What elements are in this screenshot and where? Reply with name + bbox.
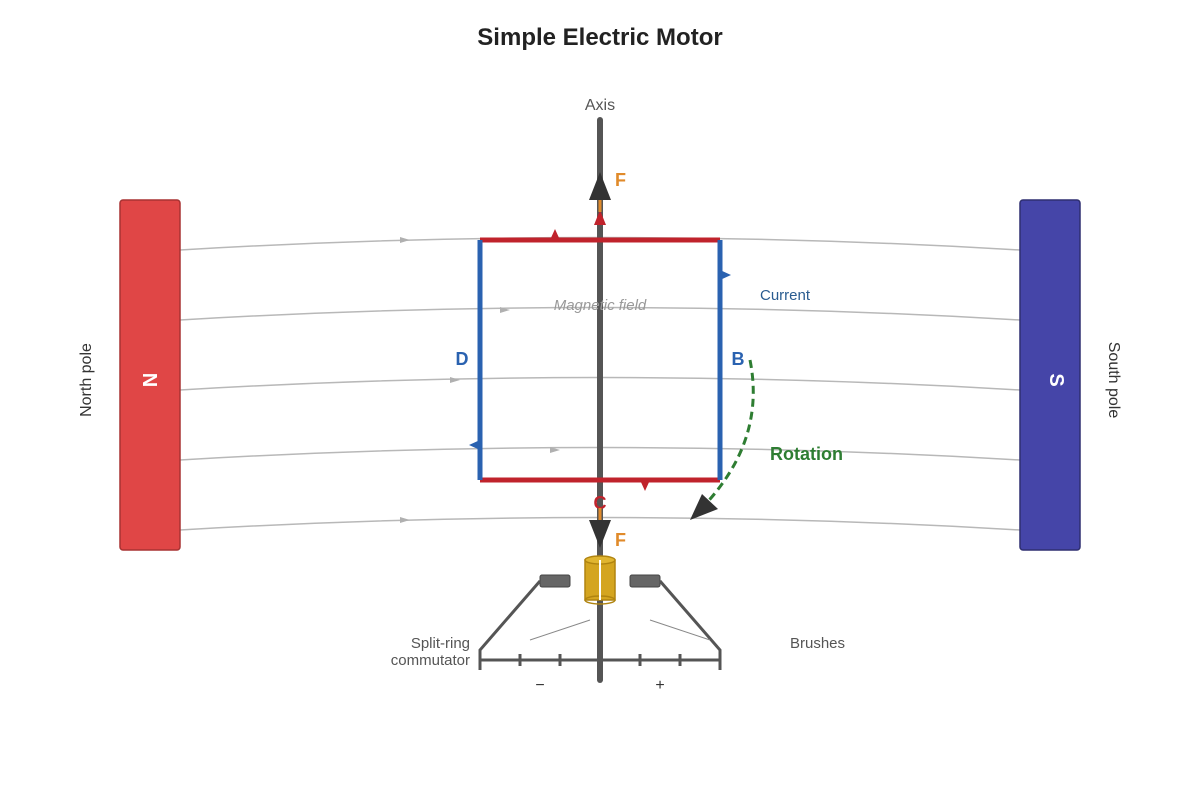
current-arrow-icon xyxy=(469,440,480,450)
wire-left xyxy=(478,580,542,670)
diagram-title: Simple Electric Motor xyxy=(477,24,722,51)
south-pole-label: South pole xyxy=(1105,342,1122,419)
field-arrow-icon xyxy=(400,237,410,243)
field-arrow-icon xyxy=(500,307,510,313)
rotation-label: Rotation xyxy=(770,444,843,464)
current-arrow-icon xyxy=(640,480,650,491)
coil-side-d-label: D xyxy=(456,349,469,369)
south-magnet xyxy=(1019,199,1081,551)
north-magnet-letter: N xyxy=(138,373,160,387)
commutator-label-line2: commutator xyxy=(391,652,470,669)
circuit xyxy=(478,580,722,670)
battery-minus-label: − xyxy=(535,677,544,694)
magnetic-field-label: Magnetic field xyxy=(554,297,647,314)
rotation-arrow xyxy=(696,359,755,514)
brushes-label: Brushes xyxy=(790,635,845,652)
force-arrow-up-icon xyxy=(589,172,611,200)
commutator-label-line1: Split-ring xyxy=(411,635,470,652)
force-arrows xyxy=(589,172,611,548)
wire-right xyxy=(658,580,722,670)
force-arrow-down-icon xyxy=(589,520,611,548)
commutator xyxy=(584,555,616,605)
brushes-leader xyxy=(649,619,711,641)
field-arrow-icon xyxy=(400,517,410,523)
field-arrow-icon xyxy=(450,377,460,383)
coil-side-c-label: C xyxy=(594,493,607,513)
brush-left xyxy=(539,574,571,588)
field-arrows xyxy=(400,237,560,523)
north-magnet xyxy=(119,199,181,551)
axis-label: Axis xyxy=(585,97,615,114)
north-pole-label: North pole xyxy=(78,343,95,417)
current-arrow-icon xyxy=(550,229,560,240)
current-arrow-icon xyxy=(720,270,731,280)
battery-plus-label: + xyxy=(655,677,664,694)
commutator-leader xyxy=(529,619,591,641)
field-arrow-icon xyxy=(550,447,560,453)
rotation-arrow-head-icon xyxy=(690,494,718,520)
current-arrow-icon xyxy=(594,210,606,225)
force-label-top: F xyxy=(615,170,626,190)
south-magnet-letter: S xyxy=(1045,373,1067,386)
coil-side-b-label: B xyxy=(732,349,745,369)
current-label: Current xyxy=(760,287,811,304)
force-label-bottom: F xyxy=(615,530,626,550)
brush-right xyxy=(629,574,661,588)
coil xyxy=(469,210,731,491)
